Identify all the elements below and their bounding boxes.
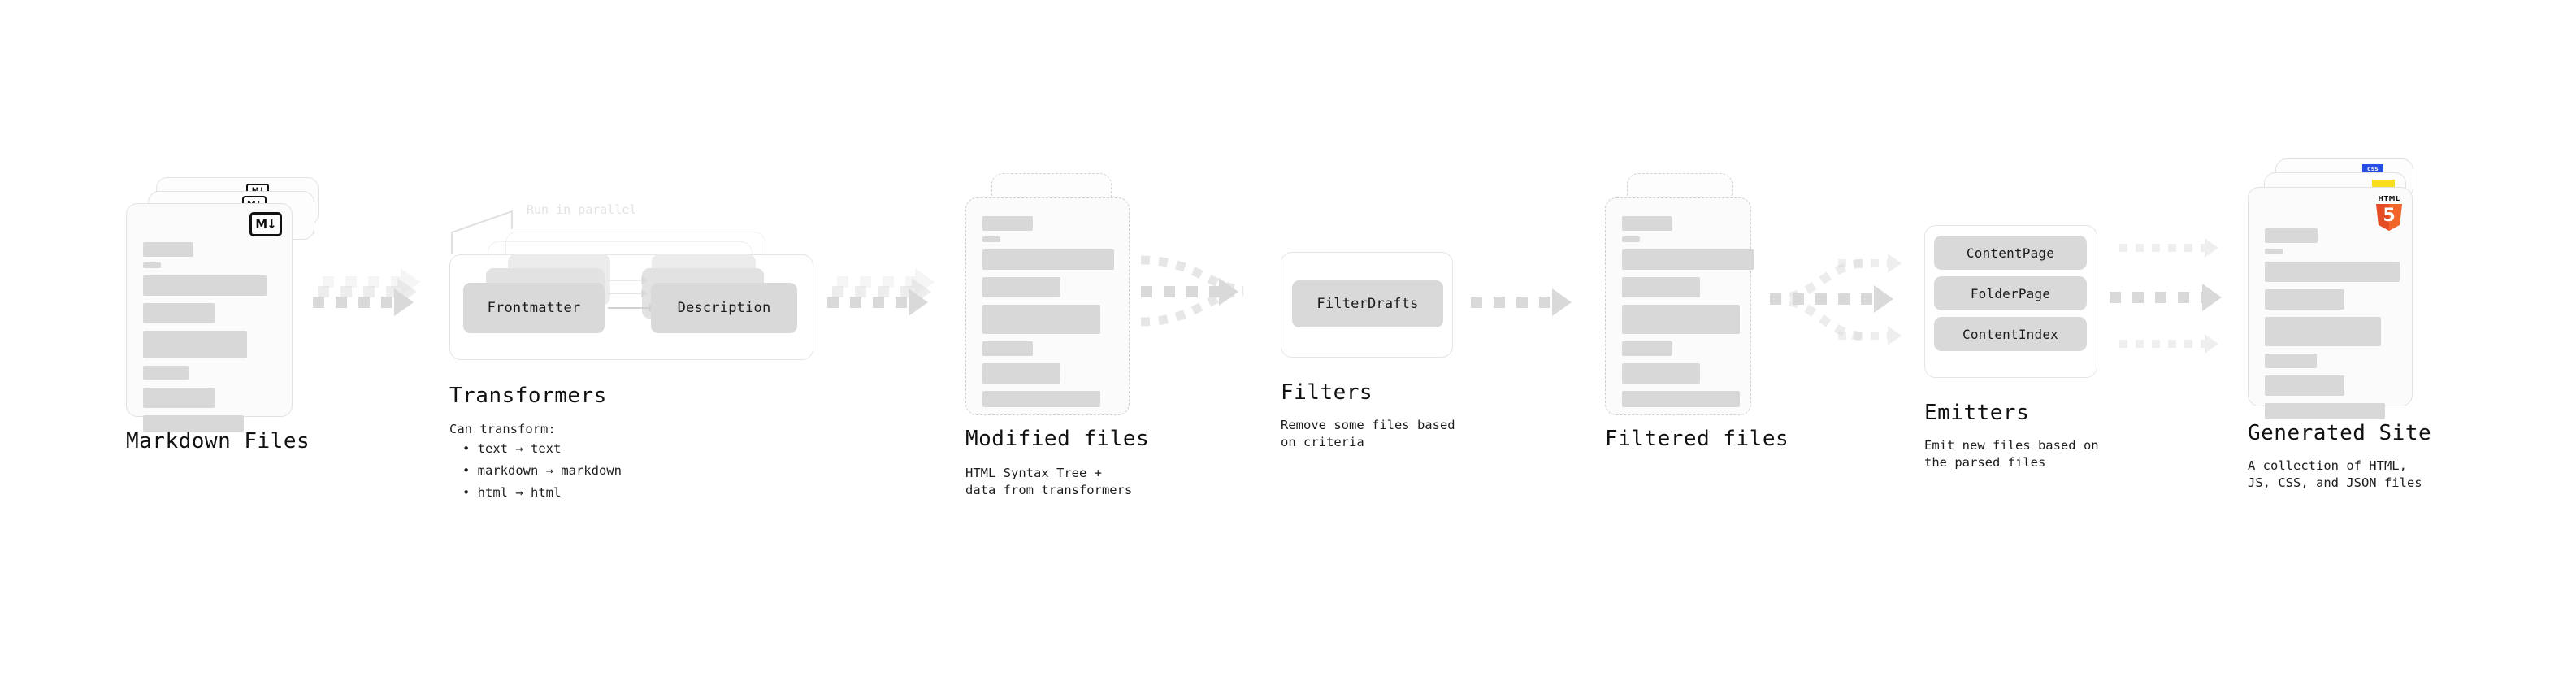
skeleton-line	[982, 236, 1000, 242]
skeleton-line	[2265, 228, 2318, 243]
markdown-skeleton-lines	[143, 242, 275, 439]
site-card-front: HTML 5	[2248, 187, 2413, 419]
skeleton-line	[982, 277, 1060, 297]
html5-logo-icon: HTML 5	[2375, 195, 2403, 231]
css-badge-icon: CSS	[2362, 164, 2383, 174]
skeleton-line	[143, 415, 244, 432]
emitter-node-contentindex[interactable]: ContentIndex	[1934, 317, 2087, 351]
emitter-node-contentpage[interactable]: ContentPage	[1934, 236, 2087, 270]
skeleton-line	[2265, 403, 2385, 419]
site-skeleton-lines	[2265, 228, 2400, 427]
skeleton-line	[982, 341, 1033, 356]
filter-node-filterdrafts[interactable]: FilterDrafts	[1292, 280, 1443, 327]
skeleton-line	[1622, 236, 1640, 242]
filtered-card-front	[1605, 197, 1754, 415]
skeleton-line	[2265, 317, 2381, 346]
skeleton-line	[2265, 249, 2283, 254]
skeleton-line	[143, 303, 215, 323]
markdown-files-label: Markdown Files	[126, 429, 310, 453]
generated-site-description: A collection of HTML, JS, CSS, and JSON …	[2248, 458, 2422, 491]
transformer-inner-arrow-3	[608, 276, 648, 284]
skeleton-line	[982, 363, 1060, 384]
skeleton-line	[143, 366, 189, 380]
skeleton-line	[2265, 289, 2344, 310]
skeleton-line	[1622, 391, 1740, 407]
transformer-inner-arrow-1	[608, 304, 656, 312]
skeleton-line	[982, 249, 1114, 270]
skeleton-line	[1622, 363, 1700, 384]
filtered-skeleton-lines	[1622, 216, 1754, 414]
modified-files-description: HTML Syntax Tree + data from transformer…	[965, 466, 1133, 498]
skeleton-line	[2265, 354, 2317, 368]
filtered-files-label: Filtered files	[1605, 427, 1789, 451]
skeleton-line	[143, 275, 267, 296]
skeleton-line	[143, 262, 161, 268]
modified-files-label: Modified files	[965, 427, 1150, 451]
skeleton-line	[982, 216, 1033, 231]
skeleton-line	[1622, 249, 1754, 270]
transformers-intro: Can transform:	[449, 422, 556, 436]
modified-skeleton-lines	[982, 216, 1114, 414]
skeleton-line	[143, 242, 193, 257]
transformers-bullet-2: • markdown → markdown	[462, 463, 622, 478]
markdown-card-front: M↓	[126, 203, 293, 432]
run-in-parallel-hint: Run in parallel	[527, 202, 637, 217]
transformers-bullet-1: • text → text	[462, 441, 562, 456]
skeleton-line	[1622, 216, 1672, 231]
transformers-bullet-3: • html → html	[462, 485, 562, 500]
emitters-label: Emitters	[1924, 401, 2030, 425]
markdown-logo-icon: M↓	[249, 212, 282, 236]
run-in-parallel-bracket	[451, 210, 513, 254]
transformer-node-frontmatter[interactable]: Frontmatter	[463, 283, 605, 333]
modified-card-front	[965, 197, 1130, 415]
skeleton-line	[1622, 305, 1740, 334]
emitters-description: Emit new files based on the parsed files	[1924, 438, 2099, 471]
transformer-inner-arrow-2	[608, 289, 648, 297]
transformers-label: Transformers	[449, 384, 607, 408]
skeleton-line	[2265, 262, 2400, 282]
emitter-node-folderpage[interactable]: FolderPage	[1934, 276, 2087, 310]
skeleton-line	[982, 391, 1100, 407]
skeleton-line	[1622, 277, 1700, 297]
skeleton-line	[143, 331, 247, 358]
skeleton-line	[2265, 375, 2344, 396]
transformer-node-description[interactable]: Description	[651, 283, 797, 333]
generated-site-label: Generated Site	[2248, 421, 2432, 445]
skeleton-line	[143, 388, 215, 408]
filters-description: Remove some files based on criteria	[1281, 418, 1455, 450]
skeleton-line	[982, 305, 1100, 334]
filters-label: Filters	[1281, 380, 1373, 405]
skeleton-line	[1622, 341, 1672, 356]
